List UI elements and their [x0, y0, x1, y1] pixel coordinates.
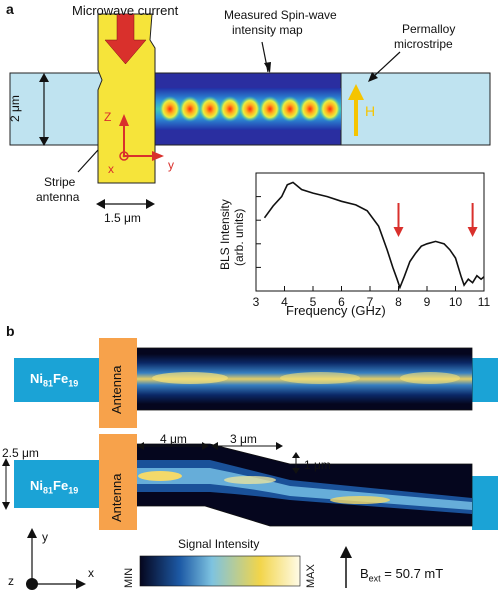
stripe-width-label: 2 μm [8, 95, 22, 122]
length-3um-label: 3 μm [230, 432, 257, 446]
ni-fe-stripe-lower-left [14, 460, 100, 508]
field-h-label: H [365, 103, 376, 119]
antenna-lower [99, 434, 137, 530]
spin-wave-spot [239, 96, 261, 122]
x-tick-label: 6 [338, 295, 345, 309]
spin-wave-spot [299, 96, 321, 122]
permalloy-label-2: microstripe [394, 37, 453, 51]
material-label-lower: Ni81Fe19 [30, 478, 79, 496]
thickness-label: 2.5 μm [2, 446, 39, 460]
stripe-antenna-label-2: antenna [36, 190, 80, 204]
panel-b-diagram [2, 338, 498, 590]
signal-intensity-title: Signal Intensity [178, 537, 260, 551]
chart-ylabel-2: (arb. units) [232, 208, 246, 266]
antenna-width-label: 1.5 μm [104, 211, 141, 225]
permalloy-stripe-right [339, 72, 491, 146]
colorbar-min-label: MIN [123, 567, 135, 588]
panel-a-letter: a [6, 1, 14, 17]
antenna-upper [99, 338, 137, 428]
length-4um-label: 4 μm [160, 432, 187, 446]
dip-arrowhead [393, 227, 404, 237]
axis-z-label-b: z [8, 574, 14, 588]
axis-y-label-b: y [42, 530, 48, 544]
x-tick-label: 5 [310, 295, 317, 309]
dip-arrowhead [467, 227, 478, 237]
spin-wave-spot [319, 96, 341, 122]
microwave-current-label: Microwave current [72, 3, 179, 18]
antenna-label-upper: Antenna [109, 365, 124, 414]
ni-fe-stripe-upper-right [472, 358, 498, 402]
measured-map-label-1: Measured Spin-wave [224, 8, 337, 22]
signal-intensity-colorbar [139, 555, 301, 587]
permalloy-label-1: Permalloy [402, 22, 456, 36]
bls-chart: 3 4 5 6 7 8 9 10 11 [253, 172, 491, 309]
x-tick-label: 9 [424, 295, 431, 309]
stripe-antenna-label-1: Stripe [44, 175, 76, 189]
spin-wave-spot [179, 96, 201, 122]
chart-ylabel-1: BLS Intensity [218, 199, 232, 270]
axis-z-label: Z [104, 110, 112, 124]
bls-spectrum-line [263, 181, 485, 290]
panel-a-diagram [9, 13, 491, 209]
x-tick-label: 7 [367, 295, 374, 309]
axis-y-label: y [168, 158, 174, 172]
panel-b-letter: b [6, 323, 15, 339]
spin-wave-spot [219, 96, 241, 122]
x-tick-label: 4 [281, 295, 288, 309]
antenna-label-lower: Antenna [109, 473, 124, 522]
axis-x-label: x [108, 162, 114, 176]
chart-frame [255, 172, 485, 292]
spin-wave-spot [159, 96, 181, 122]
ni-fe-stripe-lower-right [472, 476, 498, 530]
spin-wave-map [154, 72, 342, 146]
chart-xlabel: Frequency (GHz) [286, 303, 386, 318]
axis-x-label-b: x [88, 566, 94, 580]
field-value-label: Bext = 50.7 mT [360, 566, 444, 584]
x-tick-label: 3 [253, 295, 260, 309]
x-tick-label: 11 [478, 295, 491, 309]
colorbar-max-label: MAX [305, 564, 317, 588]
material-label-upper: Ni81Fe19 [30, 371, 79, 389]
measured-map-label-2: intensity map [232, 23, 303, 37]
spin-wave-spot [199, 96, 221, 122]
stripe-antenna-shape [97, 13, 156, 184]
spin-wave-spot [259, 96, 281, 122]
ni-fe-stripe-upper-left [14, 358, 100, 402]
x-tick-label: 8 [395, 295, 402, 309]
spin-wave-spot [279, 96, 301, 122]
permalloy-stripe-left [9, 72, 103, 146]
x-tick-label: 10 [449, 295, 463, 309]
offset-label: 1 μm [304, 458, 331, 472]
microwave-arrow-shape [104, 13, 147, 65]
